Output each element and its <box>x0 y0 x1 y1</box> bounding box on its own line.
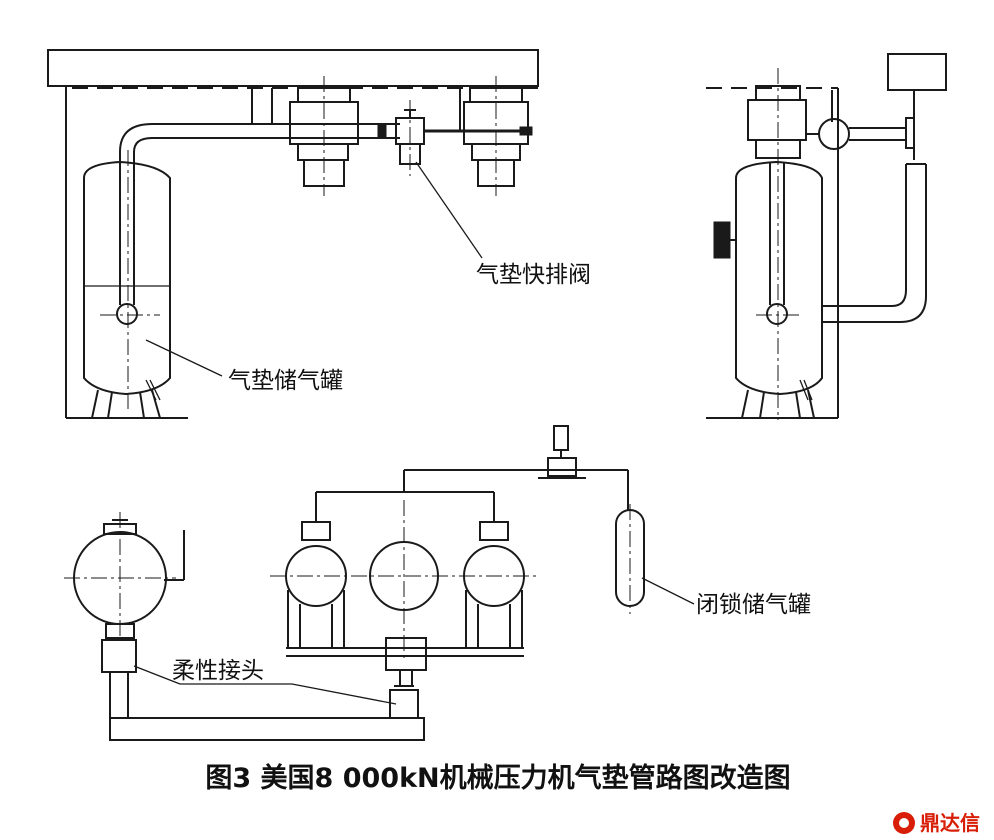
label-flexible-joint: 柔性接头 <box>172 658 264 684</box>
side-view <box>706 53 947 420</box>
plan-view: 闭锁储气罐 柔性接头 <box>64 425 811 741</box>
figure-caption: 图3 美国8 000kN机械压力机气垫管路图改造图 <box>205 762 790 794</box>
cushion-cylinder-1 <box>289 76 359 196</box>
front-view: 气垫快排阀 气垫储气罐 <box>47 49 591 419</box>
watermark-text: 鼎达信 <box>920 811 980 835</box>
label-cushion-tank: 气垫储气罐 <box>228 368 343 394</box>
lock-tank <box>615 504 645 614</box>
quick-exhaust-valve <box>395 100 425 176</box>
label-quick-exhaust-valve: 气垫快排阀 <box>476 262 591 288</box>
cushion-cylinder-2 <box>463 76 529 196</box>
label-lock-tank: 闭锁储气罐 <box>696 592 811 618</box>
watermark: 鼎达信 <box>893 811 980 835</box>
cushion-tank-side <box>713 160 823 419</box>
cushion-tank-front <box>83 150 171 419</box>
